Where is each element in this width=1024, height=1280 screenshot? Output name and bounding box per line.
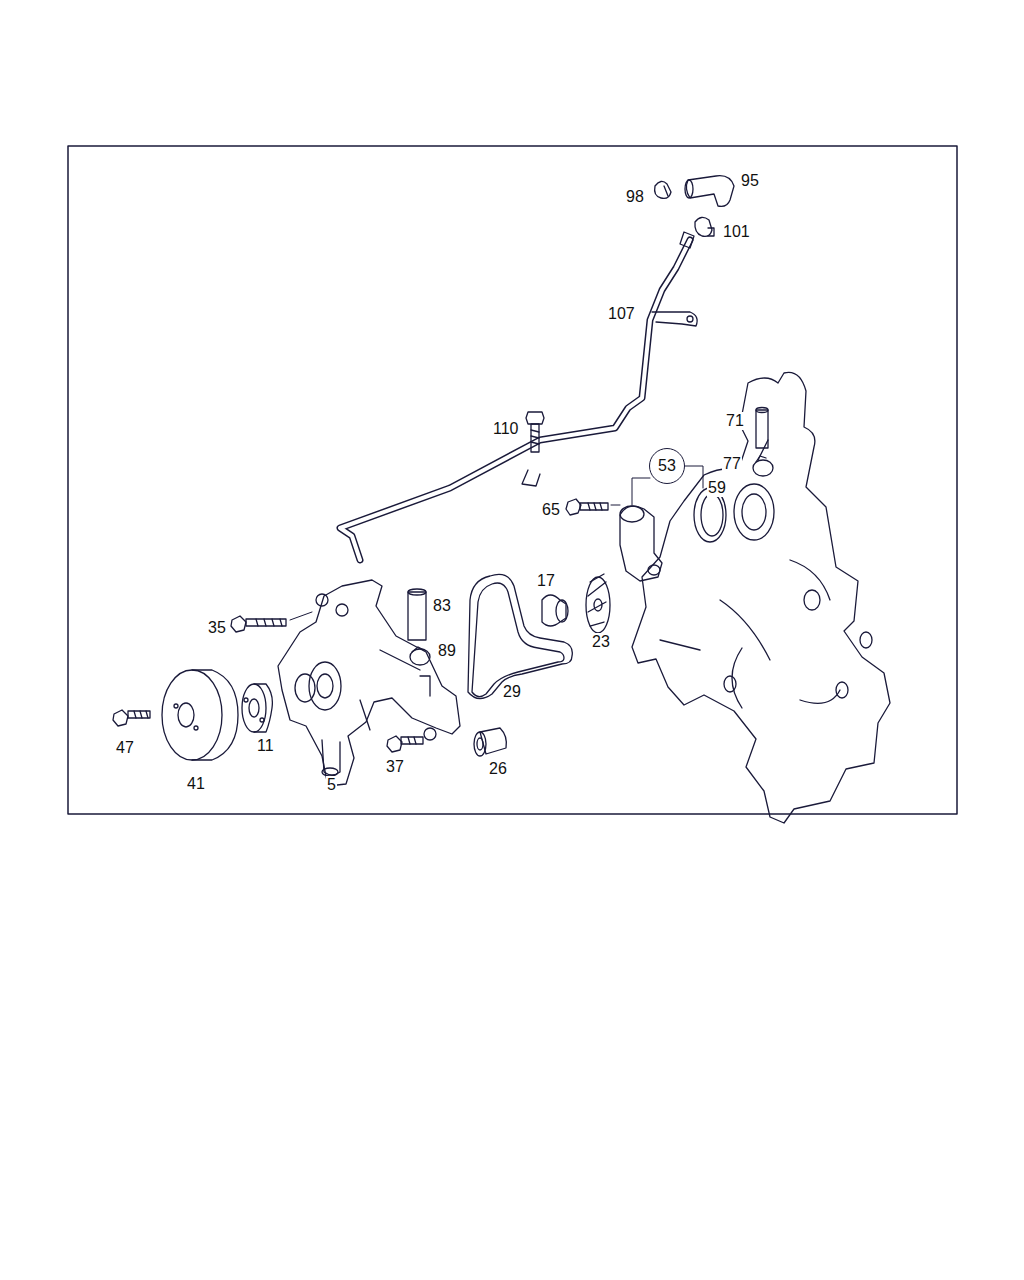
callout-number: 83	[432, 597, 452, 615]
callout-number: 101	[722, 223, 751, 241]
callout-number: 107	[607, 305, 636, 323]
callout-number: 110	[492, 420, 520, 438]
callout-number: 98	[625, 188, 645, 206]
callout-number: 11	[256, 737, 275, 755]
callout-number: 95	[740, 172, 760, 190]
callout-circle: 53	[649, 448, 685, 484]
callout-number: 71	[725, 412, 745, 430]
callout-number: 17	[536, 572, 556, 590]
callout-number: 89	[437, 642, 457, 660]
callout-number: 47	[115, 739, 135, 757]
callout-number: 23	[591, 633, 611, 651]
callout-number: 35	[207, 619, 227, 637]
callout-number: 5	[326, 776, 337, 794]
callout-number: 77	[722, 455, 742, 473]
callout-number: 41	[186, 775, 206, 793]
callout-number: 26	[488, 760, 508, 778]
callout-number: 29	[502, 683, 522, 701]
callout-number: 37	[385, 758, 405, 776]
callout-number: 65	[541, 501, 561, 519]
callout-number: 53	[658, 457, 676, 475]
callout-number: 59	[707, 479, 727, 497]
